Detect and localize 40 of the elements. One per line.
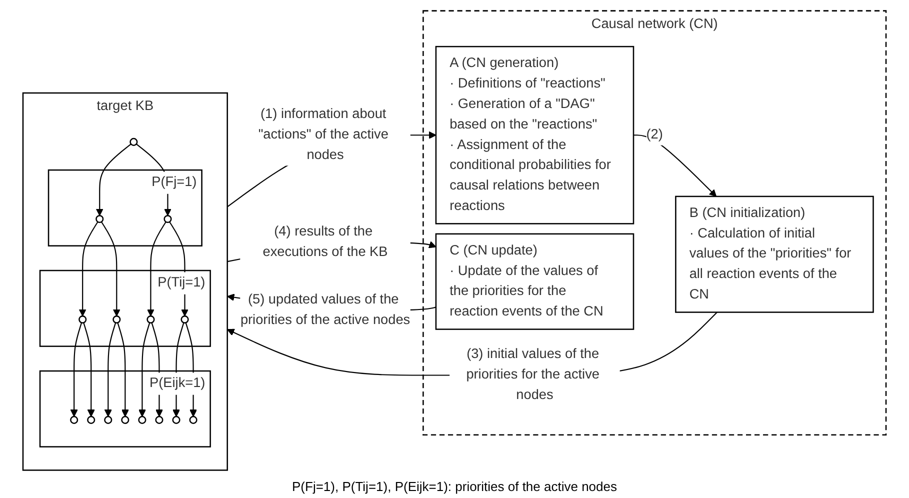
- cluster: [39, 370, 211, 448]
- cluster: [48, 169, 202, 246]
- arrow: [96, 144, 132, 216]
- node-circle: [121, 416, 130, 424]
- edge-label: (1) information about "actions" of the active nodes: [258, 107, 388, 162]
- edge-label: (5) updated values of the priorities of the active nodes: [240, 292, 410, 328]
- edge-label: (4) results of the executions of the KB: [262, 224, 388, 260]
- node-circle: [104, 416, 112, 424]
- node-circle: [70, 416, 78, 424]
- node-circle: [180, 315, 189, 324]
- node-circle: [155, 416, 164, 424]
- node-circle: [146, 315, 155, 324]
- cluster: [39, 270, 211, 347]
- node-circle: [172, 416, 180, 424]
- node-circle: [130, 138, 138, 146]
- edge-label: (3) initial values of the priorities for the active nodes: [466, 347, 600, 402]
- node-circle: [96, 214, 104, 224]
- arrow: [104, 322, 116, 417]
- arrow: [83, 322, 95, 417]
- arrow: [634, 134, 717, 197]
- node-circle: [164, 214, 172, 224]
- node-box: B (CN initialization) · Calculation of initial values of the "priorities" for all reaction events of the CN: [675, 196, 874, 313]
- node-circle: [138, 416, 146, 424]
- node-circle: [78, 315, 87, 324]
- arrow: [70, 322, 82, 417]
- node-label: P(Eijk=1): [150, 376, 206, 391]
- edge-label: (2): [646, 127, 663, 142]
- node-label: P(Tij=1): [158, 276, 206, 290]
- arrow: [100, 222, 120, 316]
- node-circle: [112, 315, 121, 324]
- node-label: P(Fj=1): [152, 175, 197, 190]
- arrow: [117, 322, 129, 417]
- arrow: [78, 222, 98, 316]
- arrow: [146, 222, 166, 316]
- node-circle: [87, 416, 96, 424]
- arrow: [138, 322, 150, 417]
- node-box: A (CN generation) · Definitions of "reactions" · Generation of a "DAG" based on the "reactions" · Assignment of the conditional probabilities for causal relations between reactions: [435, 46, 634, 224]
- node-box: C (CN update) · Update of the values of the priorities for the reaction events of the CN: [435, 233, 634, 330]
- note-text: P(Fj=1), P(Tij=1), P(Eijk=1): priorities of the active nodes: [292, 479, 617, 494]
- node-circle: [189, 416, 198, 424]
